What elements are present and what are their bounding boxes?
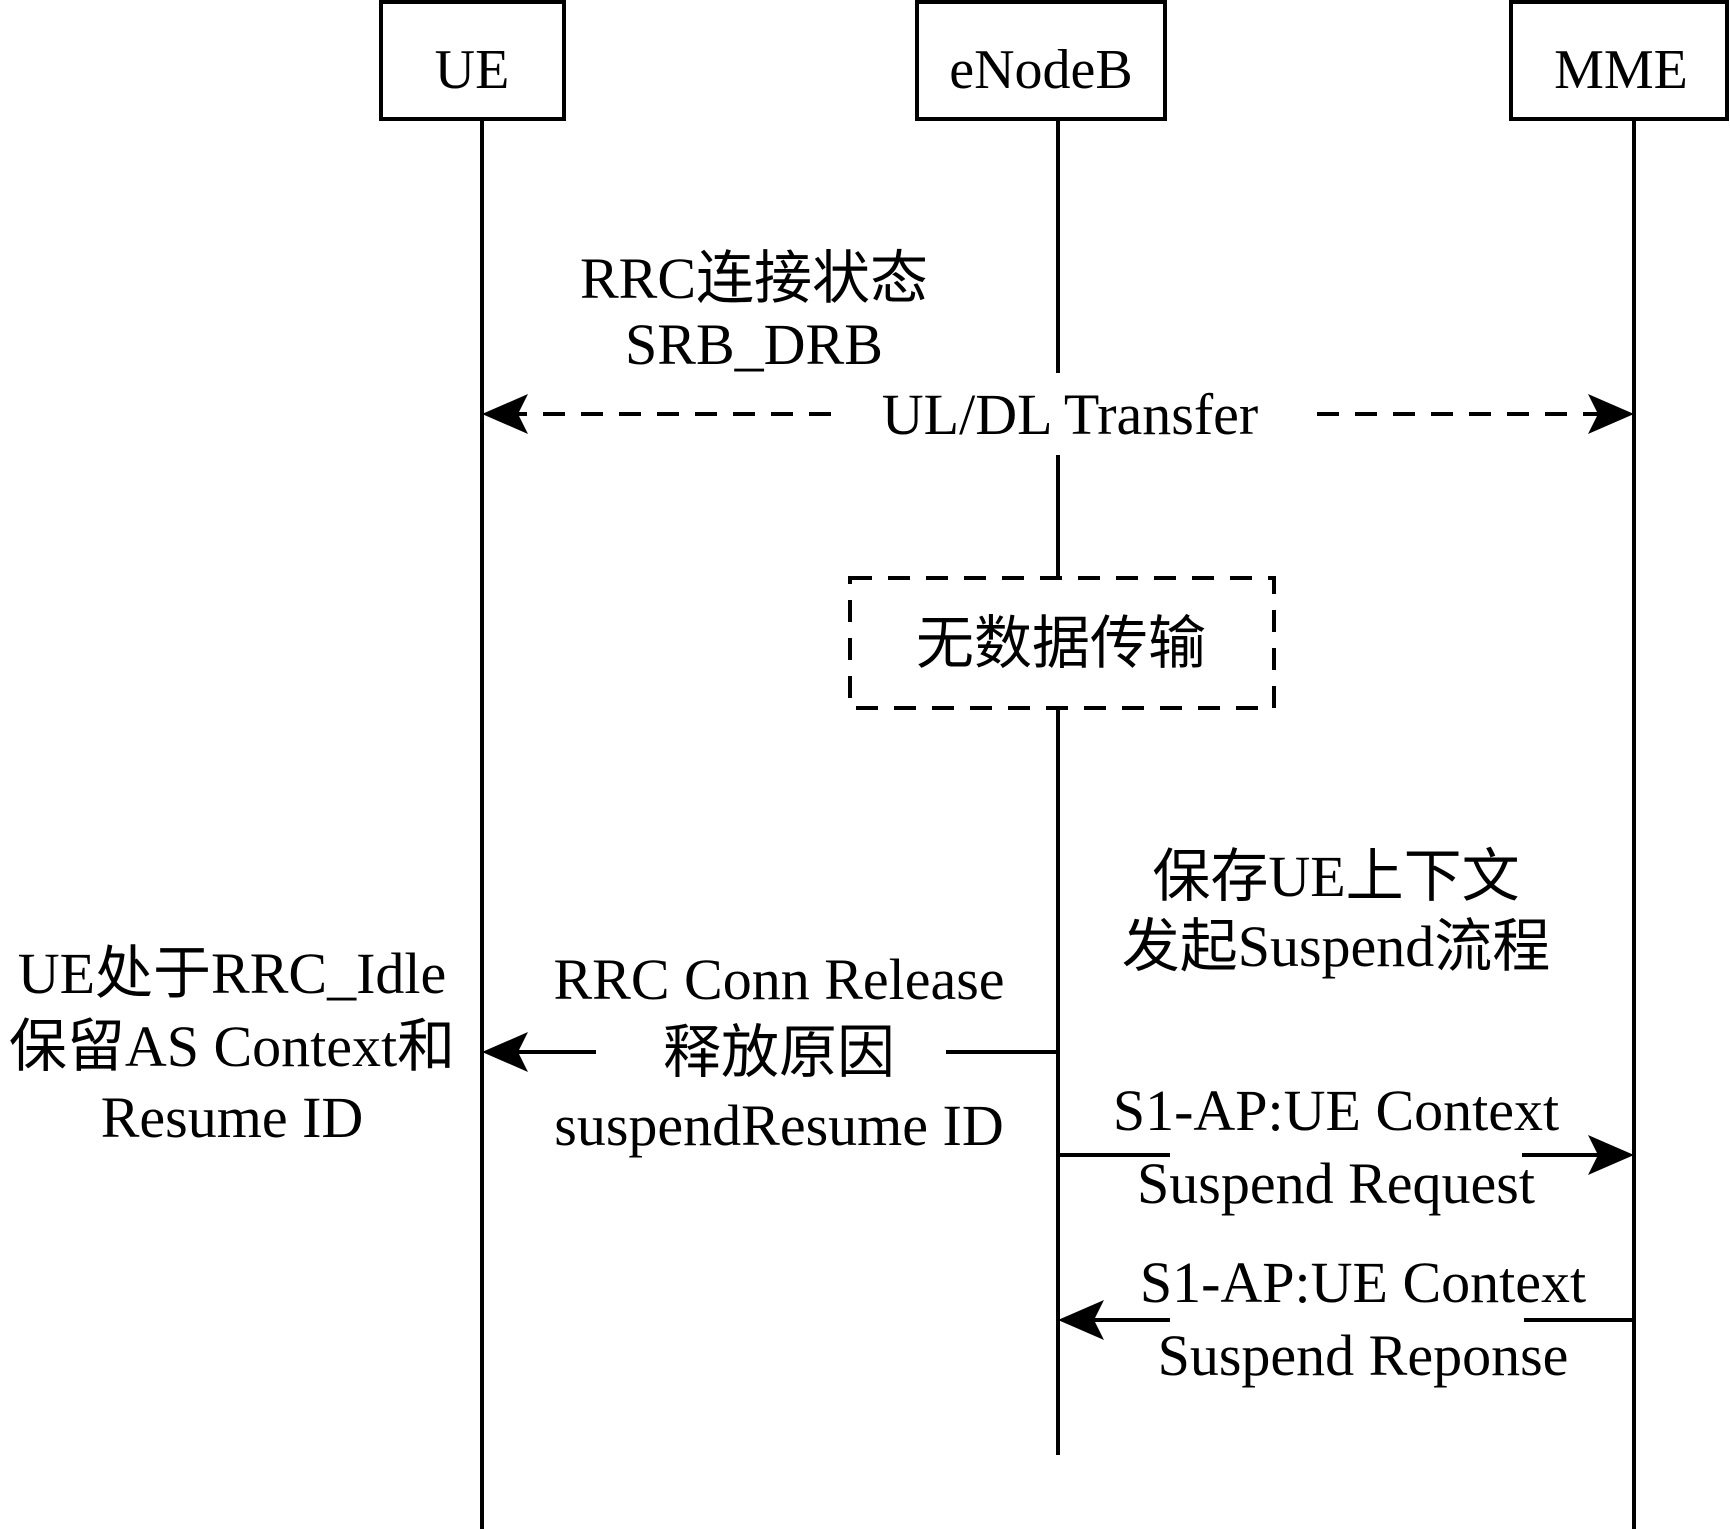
participant-mme-label: MME [1554, 39, 1688, 101]
ue-idle-line-3: Resume ID [101, 1085, 364, 1150]
rrc-release-line-1: RRC Conn Release [553, 947, 1004, 1012]
no-data-label: 无数据传输 [916, 611, 1206, 676]
suspend-request-arrow: S1-AP:UE Context Suspend Request [1058, 1078, 1634, 1216]
suspend-response-line-1: S1-AP:UE Context [1140, 1250, 1586, 1315]
participant-ue: UE [379, 0, 566, 121]
participant-enodeb: eNodeB [915, 0, 1167, 121]
no-data-box: 无数据传输 [848, 576, 1276, 710]
participant-mme: MME [1509, 0, 1729, 121]
save-context-line-1: 保存UE上下文 [1152, 844, 1519, 909]
participant-enodeb-label: eNodeB [949, 39, 1133, 101]
save-context-note: 保存UE上下文 发起Suspend流程 [1122, 844, 1551, 979]
suspend-response-arrow: S1-AP:UE Context Suspend Reponse [1058, 1250, 1634, 1388]
ue-idle-note: UE处于RRC_Idle 保留AS Context和 Resume ID [9, 941, 455, 1150]
save-context-line-2: 发起Suspend流程 [1122, 914, 1551, 979]
ue-idle-line-2: 保留AS Context和 [9, 1014, 455, 1079]
rrc-release-line-3: suspendResume ID [554, 1093, 1003, 1158]
suspend-request-line-2: Suspend Request [1137, 1151, 1535, 1216]
rrc-connected-note: RRC连接状态 SRB_DRB [580, 246, 928, 377]
rrc-connected-line-1: RRC连接状态 [580, 246, 928, 311]
rrc-connected-line-2: SRB_DRB [625, 312, 883, 377]
participant-ue-label: UE [435, 39, 510, 101]
ul-dl-transfer-label: UL/DL Transfer [882, 382, 1258, 447]
ul-dl-transfer-arrow: UL/DL Transfer [482, 382, 1634, 447]
suspend-response-line-2: Suspend Reponse [1158, 1323, 1569, 1388]
ue-idle-line-1: UE处于RRC_Idle [18, 941, 447, 1006]
suspend-request-line-1: S1-AP:UE Context [1113, 1078, 1559, 1143]
rrc-release-arrow: RRC Conn Release 释放原因 suspendResume ID [482, 947, 1058, 1158]
rrc-release-line-2: 释放原因 [663, 1020, 895, 1085]
